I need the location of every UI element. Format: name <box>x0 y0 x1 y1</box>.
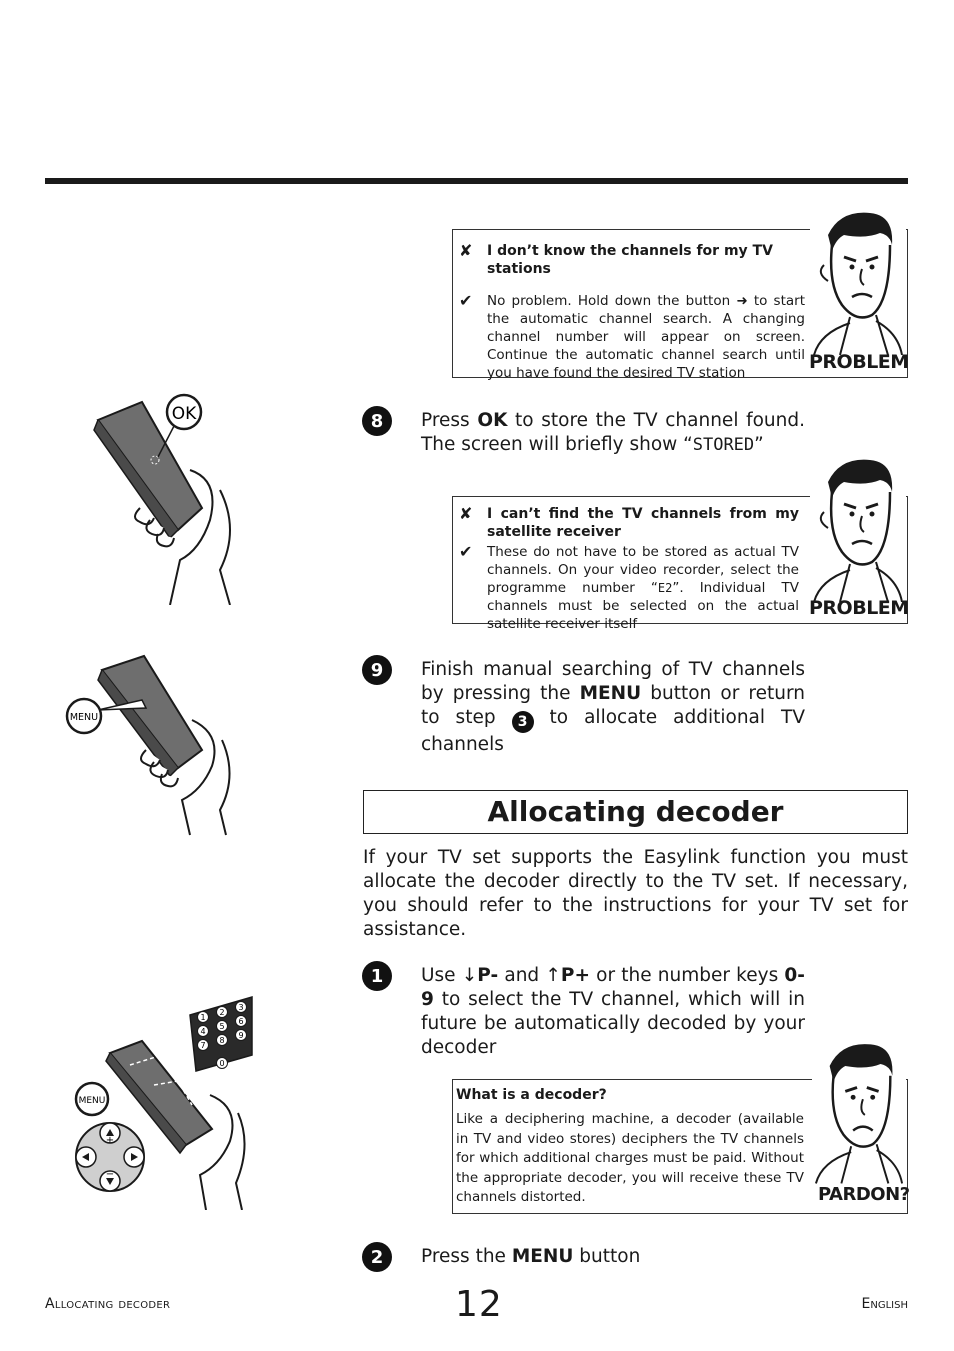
step-number-9: 9 <box>362 655 392 685</box>
pardon-label: PARDON? <box>818 1184 910 1205</box>
number-keys: 1 2 3 4 5 6 7 8 9 0 <box>197 1001 247 1069</box>
arrow-up-icon: ↑ <box>545 965 561 986</box>
check-icon: ✔ <box>459 291 473 310</box>
pardon-face-illustration <box>812 1036 906 1184</box>
menu-button-icon: MENU <box>74 1081 110 1117</box>
svg-text:MENU: MENU <box>70 712 98 723</box>
number-key-label: 4 <box>200 1027 205 1036</box>
number-key <box>216 1020 228 1032</box>
number-key-label: 7 <box>200 1041 205 1050</box>
direction-pad-icon: + − <box>75 1122 145 1192</box>
svg-text:MENU: MENU <box>79 1096 106 1106</box>
problem-label-1: PROBLEM <box>809 351 909 373</box>
ok-key: OK <box>477 410 508 431</box>
problem-question-row: ✘ I can’t find the TV channels from my s… <box>459 505 799 541</box>
pardon-question: What is a decoder? <box>456 1087 607 1103</box>
step-number-1: 1 <box>362 961 392 991</box>
problem-question: I can’t find the TV channels from my sat… <box>487 506 799 540</box>
menu-key: MENU <box>579 683 642 704</box>
number-key <box>216 1006 228 1018</box>
svg-text:OK: OK <box>172 404 197 424</box>
menu-button-icon: MENU <box>65 697 103 735</box>
problem-question-row: ✘ I don’t know the channels for my TV st… <box>459 242 805 278</box>
p-minus-key: P- <box>477 965 499 986</box>
problem-answer: These do not have to be stored as actual… <box>487 544 799 632</box>
number-key <box>197 1011 209 1023</box>
check-icon: ✔ <box>459 542 473 561</box>
keypad-panel: 1 2 3 4 5 6 7 8 9 0 <box>189 996 253 1072</box>
number-key <box>216 1057 228 1069</box>
problem-face-illustration-2 <box>810 452 906 602</box>
problem-answer: No problem. Hold down the button ➜ to st… <box>487 293 805 381</box>
problem-label-2: PROBLEM <box>809 597 909 619</box>
number-key <box>235 1001 247 1013</box>
decoder-step-1-text: Use ↓P- and ↑P+ or the number keys 0-9 t… <box>421 965 805 1058</box>
p-plus-key: P+ <box>560 965 590 986</box>
step-ref-3: 3 <box>511 711 534 733</box>
section-title: Allocating decoder <box>363 790 908 834</box>
remote-ok-illustration: OK <box>93 393 231 605</box>
number-key-label: 9 <box>238 1031 243 1040</box>
number-key-label: 0 <box>219 1059 224 1068</box>
problem-answer-row: ✔ No problem. Hold down the button ➜ to … <box>459 292 805 382</box>
remote-keypad-illustration: 1 2 3 4 5 6 7 8 9 0 MENU + − <box>74 996 253 1210</box>
decoder-step-2-text: Press the MENU button <box>421 1246 641 1267</box>
remote-control-icon <box>105 1039 214 1155</box>
footer-language: English <box>861 1296 908 1312</box>
number-key-label: 6 <box>238 1017 243 1026</box>
remote-menu-illustration: MENU <box>65 654 231 836</box>
step-number-2: 2 <box>362 1242 392 1272</box>
number-keys-label: 0-9 <box>421 965 805 1010</box>
svg-text:−: − <box>106 1169 114 1180</box>
ok-button-icon: OK <box>165 393 203 431</box>
arrow-down-icon: ↓ <box>461 965 478 986</box>
header-rule <box>45 178 908 184</box>
number-key <box>216 1034 228 1046</box>
remote-control-icon <box>93 400 204 540</box>
step-number-8: 8 <box>362 406 392 436</box>
remote-control-icon <box>97 654 204 778</box>
step-9-text: Finish manual searching of TV channels b… <box>421 659 805 755</box>
number-key <box>197 1039 209 1051</box>
problem-face-illustration-1 <box>810 205 906 355</box>
step-8-text: Press OK to store the TV channel found. … <box>421 410 805 455</box>
cross-icon: ✘ <box>459 241 473 260</box>
number-key-label: 8 <box>219 1036 224 1045</box>
menu-key: MENU <box>511 1246 574 1267</box>
problem-answer-row: ✔ These do not have to be stored as actu… <box>459 543 799 633</box>
number-key <box>197 1025 209 1037</box>
footer-section-name: Allocating decoder <box>45 1296 171 1312</box>
stored-display: STORED <box>692 435 755 455</box>
pardon-answer: Like a deciphering machine, a decoder (a… <box>456 1111 804 1205</box>
number-key-label: 2 <box>219 1008 224 1017</box>
section-intro: If your TV set supports the Easylink fun… <box>363 847 908 940</box>
cross-icon: ✘ <box>459 504 473 523</box>
number-key <box>235 1029 247 1041</box>
page-number: 12 <box>455 1284 503 1325</box>
arrow-right-icon: ➜ <box>736 293 748 309</box>
number-key-label: 5 <box>219 1022 224 1031</box>
problem-question: I don’t know the channels for my TV stat… <box>487 243 773 277</box>
number-key-label: 1 <box>200 1013 205 1022</box>
number-key-label: 3 <box>238 1003 243 1012</box>
svg-text:+: + <box>106 1135 114 1146</box>
number-key <box>235 1015 247 1027</box>
